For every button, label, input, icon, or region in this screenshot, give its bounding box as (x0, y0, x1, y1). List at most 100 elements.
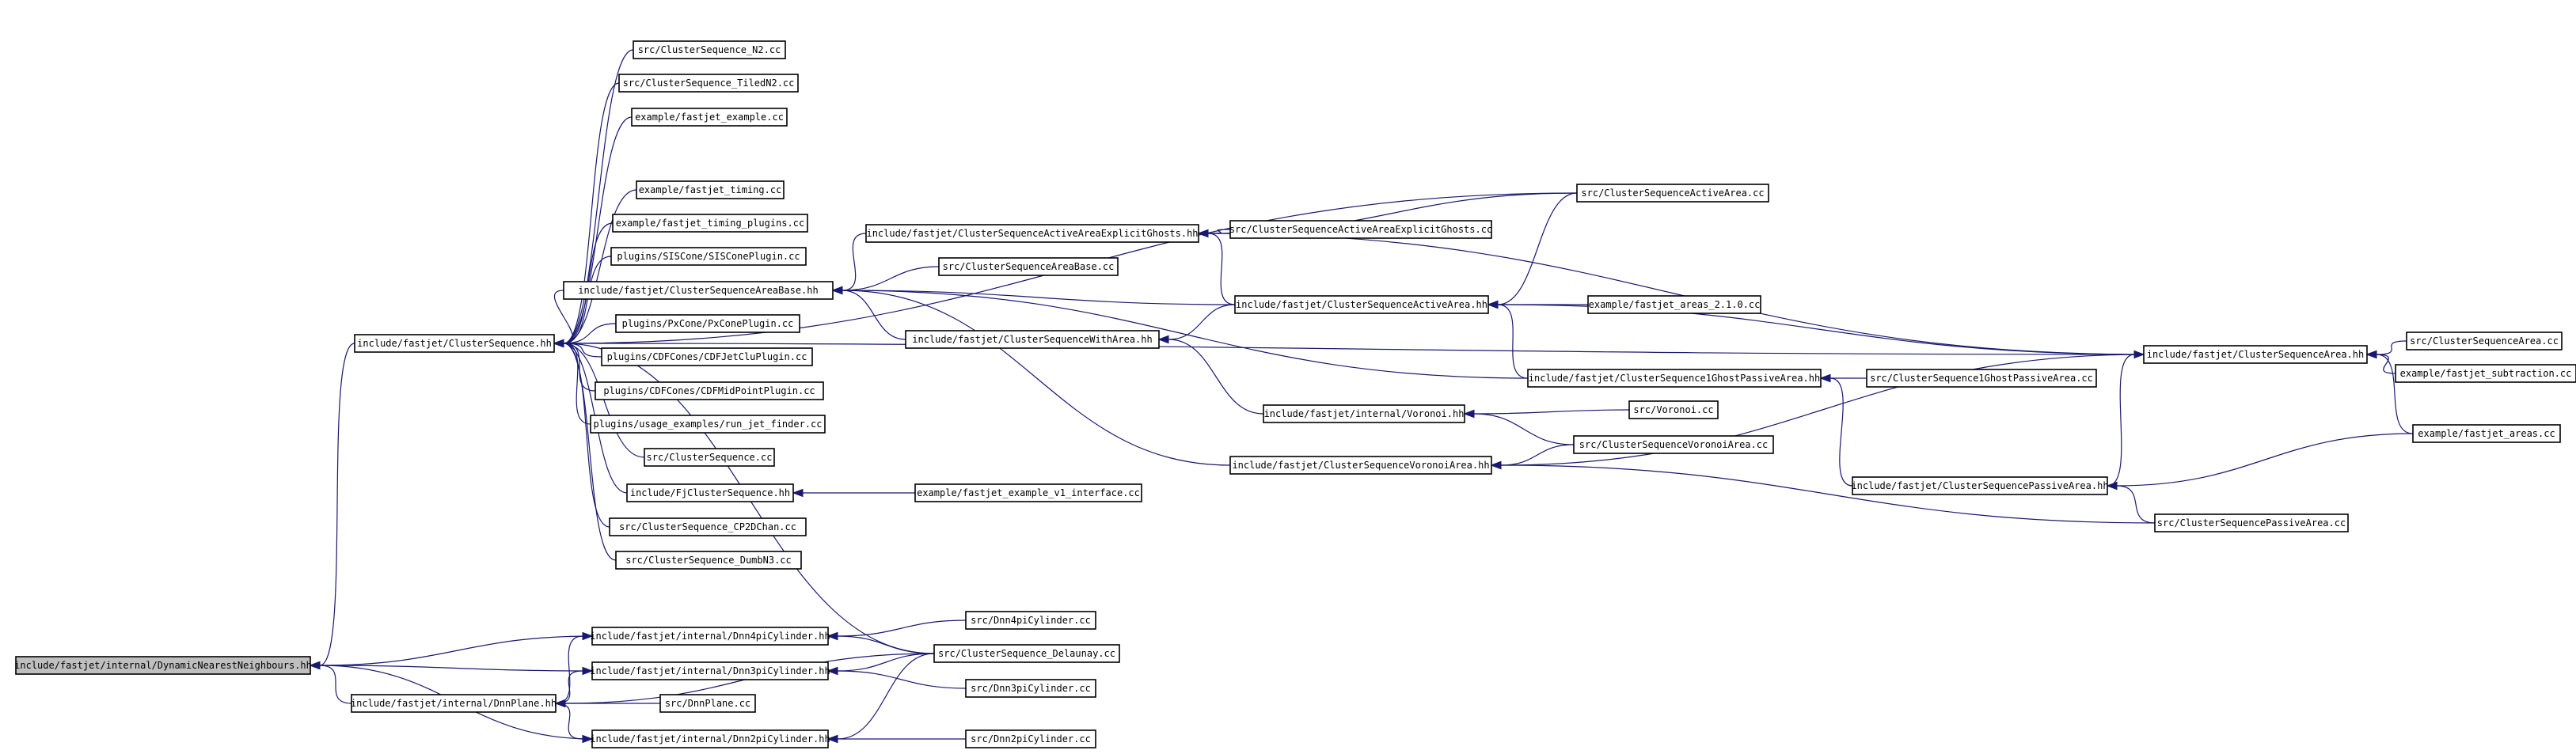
graph-node-siscone[interactable]: plugins/SISCone/SISConePlugin.cc (610, 247, 807, 266)
graph-node-csaa-cc[interactable]: src/ClusterSequenceActiveArea.cc (1576, 184, 1769, 203)
edge-d3pi-hh-to-dnn (309, 661, 593, 672)
edge-line (842, 290, 1236, 305)
node-label: include/fastjet/internal/Dnn4piCylinder.… (590, 631, 830, 642)
graph-node-ex-sub[interactable]: example/fastjet_subtraction.cc (2395, 364, 2576, 383)
edge-voronoi-cc-to-voronoi-hh (1463, 409, 1630, 419)
graph-node-cspa-cc[interactable]: src/ClusterSequencePassiveArea.cc (2154, 513, 2349, 532)
arrowhead-icon (826, 631, 838, 641)
arrowhead-icon (1463, 409, 1475, 419)
graph-node-pxcone[interactable]: plugins/PxCone/PxConePlugin.cc (615, 314, 800, 333)
graph-node-dplane-hh[interactable]: include/fastjet/internal/DnnPlane.hh (351, 694, 557, 713)
graph-node-cp2d[interactable]: src/ClusterSequence_CP2DChan.cc (609, 517, 807, 536)
node-box (965, 729, 1096, 748)
nodes-layer: include/fastjet/internal/DynamicNearestN… (14, 40, 2576, 748)
graph-node-cdfjc[interactable]: plugins/CDFCones/CDFJetCluPlugin.cc (601, 347, 813, 366)
graph-node-dumbn3[interactable]: src/ClusterSequence_DumbN3.cc (615, 551, 802, 570)
graph-node-csva-cc[interactable]: src/ClusterSequenceVoronoiArea.cc (1573, 435, 1774, 454)
graph-node-ex-areas[interactable]: example/fastjet_areas.cc (2412, 424, 2561, 443)
edge-line (563, 116, 633, 344)
graph-node-d2pi-hh[interactable]: include/fastjet/internal/Dnn2piCylinder.… (590, 729, 830, 748)
edge-line (837, 619, 967, 637)
edge-line (563, 82, 620, 344)
node-label: example/fastjet_example_v1_interface.cc (917, 487, 1140, 498)
graph-node-cs-hh[interactable]: include/fastjet/ClusterSequence.hh (354, 334, 555, 353)
graph-node-cspa-hh[interactable]: include/fastjet/ClusterSequencePassiveAr… (1851, 476, 2109, 495)
edge-csarea-hh-to-csaa-hh (1487, 300, 2145, 355)
graph-node-d3pi-hh[interactable]: include/fastjet/internal/Dnn3piCylinder.… (590, 661, 830, 680)
node-box (591, 661, 829, 680)
graph-node-ex-fj[interactable]: example/fastjet_example.cc (631, 108, 788, 127)
node-label: src/ClusterSequence1GhostPassiveArea.cc (1870, 373, 2093, 384)
graph-node-n2[interactable]: src/ClusterSequence_N2.cc (633, 40, 786, 59)
graph-node-csaaeg-hh[interactable]: include/fastjet/ClusterSequenceActiveAre… (865, 224, 1199, 243)
graph-node-d4pi-hh[interactable]: include/fastjet/internal/Dnn4piCylinder.… (590, 627, 830, 646)
graph-node-d3pi-cc[interactable]: src/Dnn3piCylinder.cc (965, 679, 1096, 698)
graph-node-csaa-hh[interactable]: include/fastjet/ClusterSequenceActiveAre… (1234, 295, 1489, 314)
node-box (905, 330, 1160, 349)
node-box (615, 314, 800, 333)
node-label: include/fastjet/internal/DynamicNearestN… (14, 660, 312, 671)
graph-node-voronoi-cc[interactable]: src/Voronoi.cc (1628, 400, 1719, 419)
node-label: example/fastjet_subtraction.cc (2400, 368, 2572, 379)
node-label: src/ClusterSequence_N2.cc (638, 44, 781, 55)
edge-line (837, 635, 935, 654)
edge-ex-areas-to-csarea-hh (2365, 350, 2414, 434)
graph-node-tiledn2[interactable]: src/ClusterSequence_TiledN2.cc (618, 74, 799, 93)
graph-node-csarea-cc[interactable]: src/ClusterSequenceArea.cc (2406, 332, 2563, 350)
graph-node-fjcs-hh[interactable]: include/FjClusterSequence.hh (626, 483, 794, 502)
graph-node-voronoi-hh[interactable]: include/fastjet/internal/Voronoi.hh (1263, 404, 1465, 423)
edge-cs1gpa-hh-to-csaa-hh (1487, 300, 1529, 379)
node-label: src/ClusterSequence_TiledN2.cc (623, 78, 795, 89)
graph-node-ex-areas2[interactable]: example/fastjet_areas_2.1.0.cc (1587, 295, 1761, 314)
graph-node-csab-hh[interactable]: include/fastjet/ClusterSequenceAreaBase.… (563, 281, 834, 300)
graph-node-cs-cc[interactable]: src/ClusterSequence.cc (644, 448, 775, 467)
node-label: include/fastjet/ClusterSequence1GhostPas… (1529, 373, 1820, 384)
edge-line (1500, 464, 2156, 524)
graph-node-ex-v1[interactable]: example/fastjet_example_v1_interface.cc (914, 483, 1142, 502)
graph-node-runjf[interactable]: plugins/usage_examples/run_jet_finder.cc (590, 415, 826, 434)
node-label: src/ClusterSequence_Delaunay.cc (938, 648, 1115, 659)
graph-node-ex-tim[interactable]: example/fastjet_timing.cc (636, 180, 785, 199)
graph-node-cs1gpa-cc[interactable]: src/ClusterSequence1GhostPassiveArea.cc (1866, 369, 2097, 388)
node-box (354, 334, 555, 353)
graph-node-csab-cc[interactable]: src/ClusterSequenceAreaBase.cc (938, 257, 1119, 276)
node-label: src/ClusterSequenceArea.cc (2410, 335, 2559, 347)
edge-line (842, 290, 1231, 466)
edge-dplane-hh-to-d2pi-hh (555, 703, 594, 744)
node-label: plugins/PxCone/PxConePlugin.cc (622, 318, 794, 329)
node-box (965, 611, 1096, 630)
graph-node-d2pi-cc[interactable]: src/Dnn2piCylinder.cc (965, 729, 1096, 748)
edge-ex-areas-to-cspa-hh (2106, 433, 2414, 491)
node-label: src/Dnn2piCylinder.cc (971, 733, 1091, 745)
graph-node-dplane-cc[interactable]: src/DnnPlane.cc (659, 694, 756, 713)
edge-line (1207, 233, 1236, 305)
graph-node-cdfmp[interactable]: plugins/CDFCones/CDFMidPointPlugin.cc (595, 381, 824, 400)
arrowhead-icon (1197, 229, 1209, 238)
edge-line (837, 653, 935, 740)
edge-line (555, 670, 583, 704)
edge-csarea-hh-to-cs-hh (553, 339, 2145, 355)
edge-line (2376, 340, 2407, 355)
graph-node-csaaeg-cc[interactable]: src/ClusterSequenceActiveAreaExplicitGho… (1229, 220, 1492, 239)
graph-node-ex-timpl[interactable]: example/fastjet_timing_plugins.cc (612, 214, 808, 233)
edge-line (2116, 433, 2414, 487)
graph-node-cswa-hh[interactable]: include/fastjet/ClusterSequenceWithArea.… (905, 330, 1160, 349)
arrowhead-icon (1819, 373, 1831, 383)
node-label: include/FjClusterSequence.hh (630, 487, 790, 498)
node-label: src/ClusterSequenceVoronoiArea.cc (1579, 439, 1768, 450)
graph-node-csva-hh[interactable]: include/fastjet/ClusterSequenceVoronoiAr… (1229, 456, 1492, 475)
edge-line (555, 635, 583, 704)
arrowhead-icon (309, 661, 321, 670)
graph-node-delaunay[interactable]: src/ClusterSequence_Delaunay.cc (933, 644, 1120, 663)
node-label: include/fastjet/ClusterSequenceVoronoiAr… (1232, 460, 1489, 471)
arrowhead-icon (582, 631, 594, 641)
graph-node-cs1gpa-hh[interactable]: include/fastjet/ClusterSequence1GhostPas… (1527, 369, 1822, 388)
edge-cspa-cc-to-cspa-hh (2106, 481, 2156, 524)
node-box (938, 257, 1119, 276)
node-box (933, 644, 1120, 663)
node-label: src/Dnn3piCylinder.cc (971, 683, 1091, 694)
graph-node-csarea-hh[interactable]: include/fastjet/ClusterSequenceArea.hh (2143, 345, 2368, 364)
edge-line (1497, 192, 1578, 305)
edge-line (842, 290, 906, 340)
graph-node-d4pi-cc[interactable]: src/Dnn4piCylinder.cc (965, 611, 1096, 630)
